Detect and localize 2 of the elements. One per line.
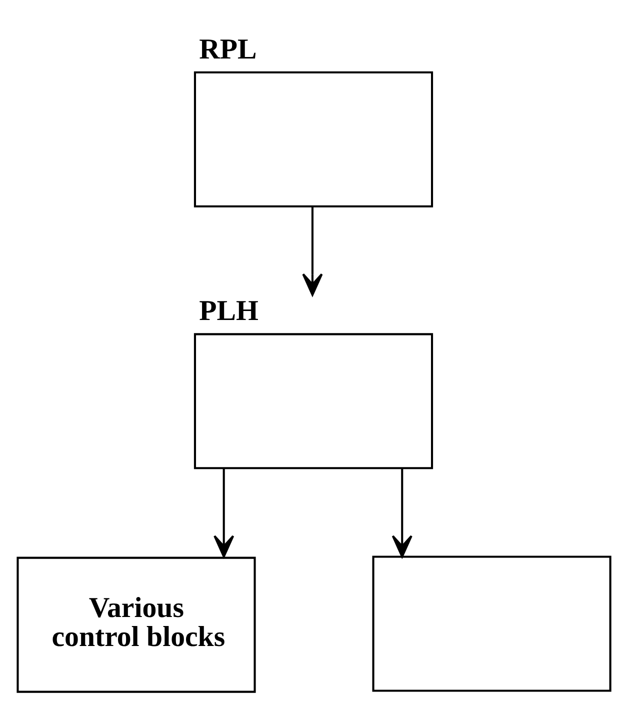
node-label: PLH [199, 295, 258, 328]
node-label: RPL [199, 33, 257, 66]
